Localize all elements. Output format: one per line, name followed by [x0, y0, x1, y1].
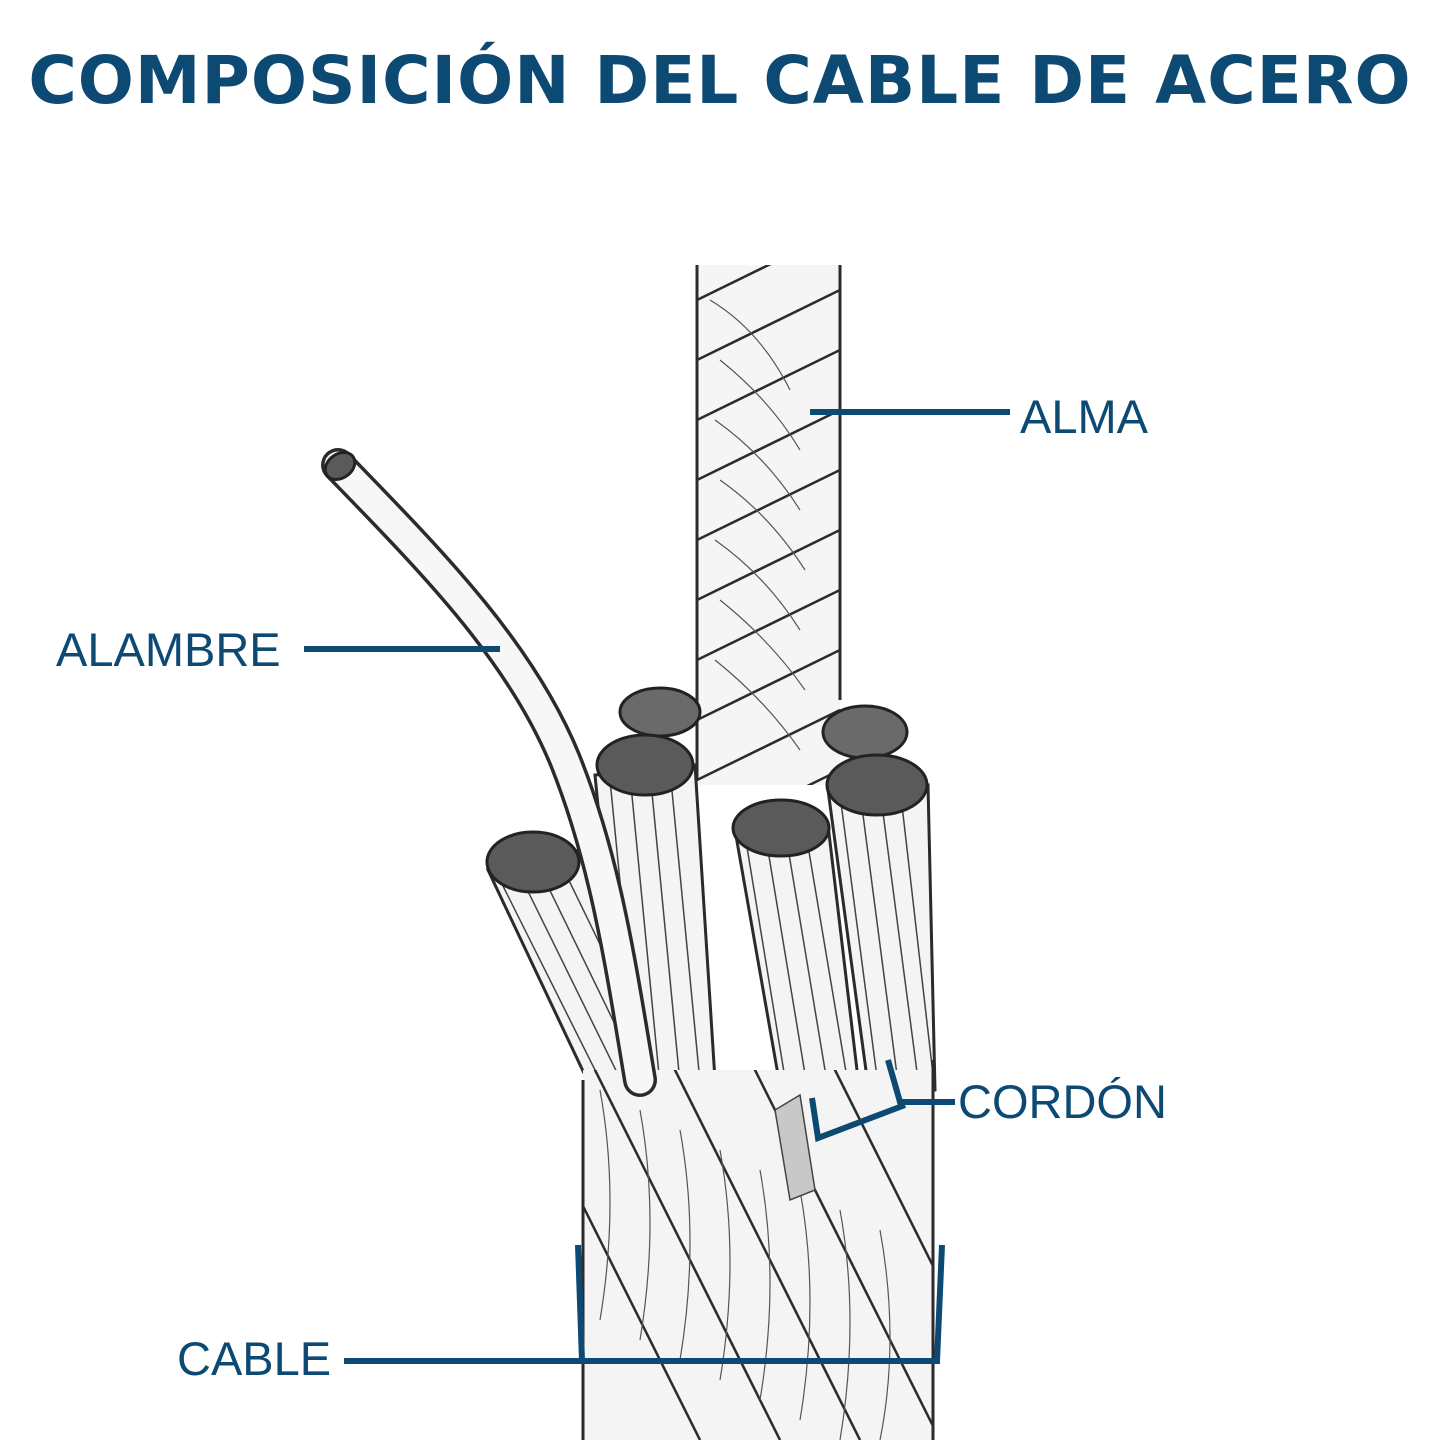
cordon-leader-line — [809, 1059, 955, 1143]
core-rope — [695, 265, 842, 785]
label-cable: CABLE — [177, 1332, 332, 1385]
cable-body — [581, 1060, 935, 1440]
callout-lines — [304, 409, 1010, 1364]
loose-wire — [321, 448, 657, 1097]
strand-4 — [825, 753, 937, 1102]
cable-bracket-line — [344, 1244, 945, 1364]
label-alambre: ALAMBRE — [56, 623, 281, 676]
label-cordon: CORDÓN — [958, 1075, 1167, 1128]
page-title: COMPOSICIÓN DEL CABLE DE ACERO — [28, 42, 1412, 119]
strand-ends-back — [618, 686, 909, 760]
label-alma: ALMA — [1020, 390, 1148, 443]
